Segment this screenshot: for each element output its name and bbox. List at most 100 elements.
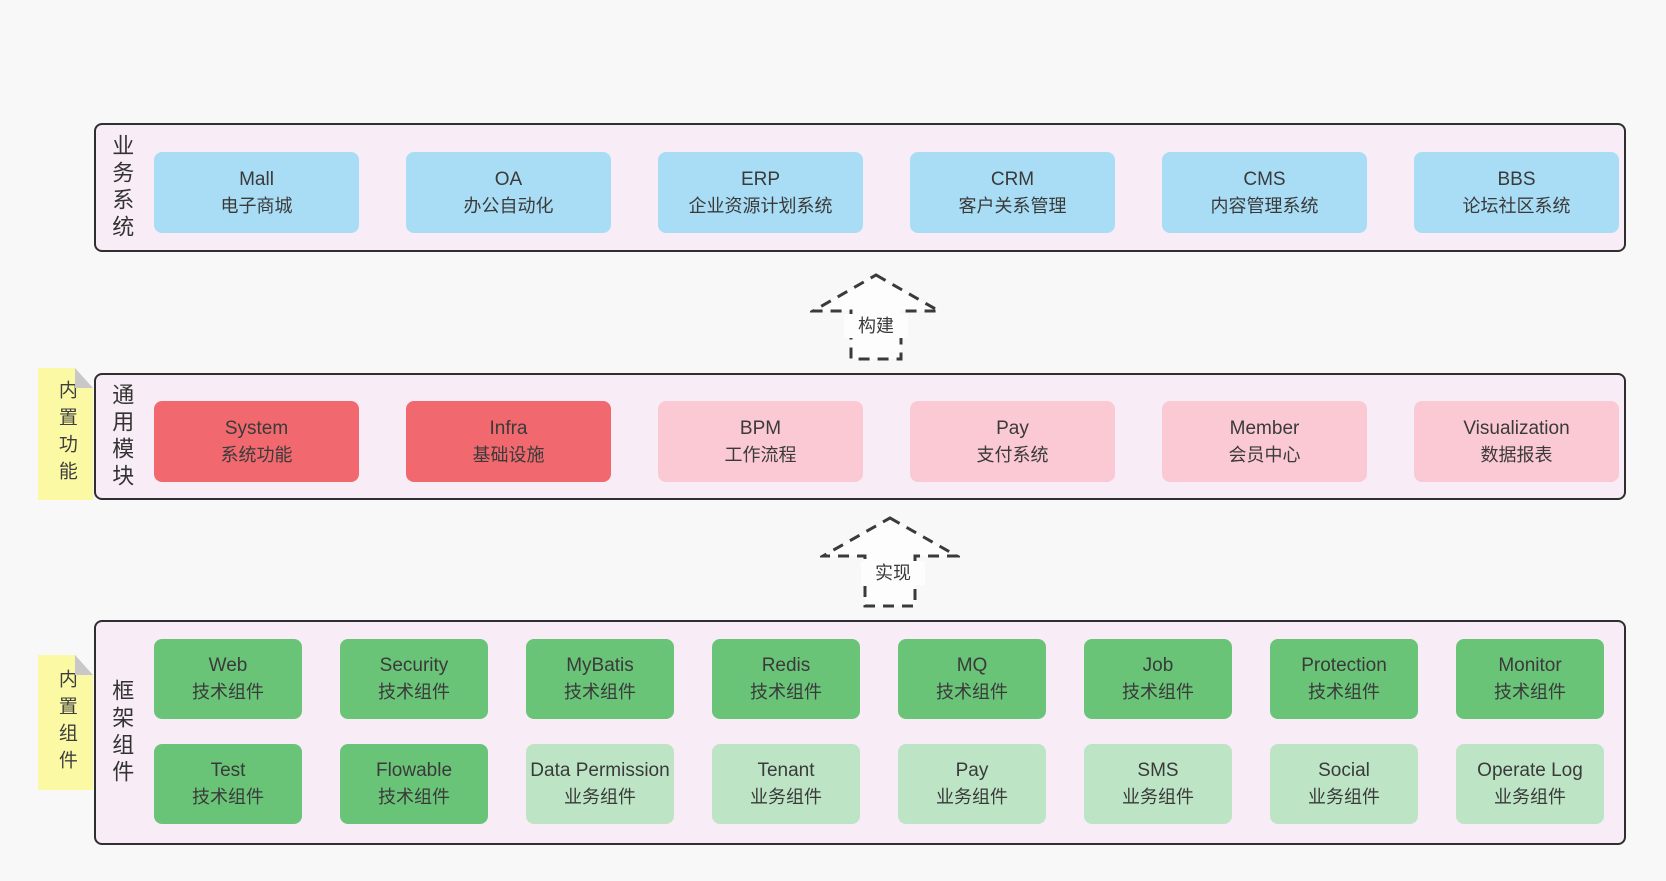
arrow-implement: 实现: [820, 515, 960, 609]
box-subtitle: 技术组件: [1122, 682, 1194, 702]
box-subtitle: 办公自动化: [463, 195, 554, 216]
box-subtitle: 电子商城: [220, 195, 293, 216]
box-title: System: [224, 417, 289, 439]
box-social: Social 业务组件: [1270, 744, 1418, 824]
box-subtitle: 技术组件: [192, 787, 264, 807]
box-redis: Redis 技术组件: [712, 639, 860, 719]
box-subtitle: 技术组件: [1494, 682, 1566, 702]
arrow-build: 构建: [810, 272, 942, 362]
box-subtitle: 论坛社区系统: [1462, 195, 1571, 216]
box-title: Member: [1229, 417, 1300, 439]
box-system: System 系统功能: [154, 401, 359, 482]
box-title: BBS: [1497, 168, 1536, 190]
box-bpm: BPM 工作流程: [658, 401, 863, 482]
box-sms: SMS 业务组件: [1084, 744, 1232, 824]
box-subtitle: 业务组件: [750, 787, 822, 807]
box-title: SMS: [1137, 760, 1179, 781]
box-title: CRM: [990, 168, 1035, 190]
box-subtitle: 数据报表: [1480, 444, 1553, 465]
layer-common-modules: 通用模块 System 系统功能 Infra 基础设施 BPM 工作流程 Pay 支付系统 Me…: [94, 373, 1626, 500]
box-job: Job 技术组件: [1084, 639, 1232, 719]
box-title: Monitor: [1498, 655, 1562, 676]
box-title: Data Permission: [530, 760, 670, 781]
box-subtitle: 工作流程: [724, 444, 797, 465]
box-subtitle: 技术组件: [192, 682, 264, 702]
box-title: Job: [1142, 655, 1174, 676]
box-monitor: Monitor 技术组件: [1456, 639, 1604, 719]
box-subtitle: 内容管理系统: [1210, 195, 1319, 216]
layer-business-label: 业务系统: [104, 125, 138, 250]
box-pay: Pay 支付系统: [910, 401, 1115, 482]
box-subtitle: 支付系统: [976, 444, 1049, 465]
box-data-permission: Data Permission 业务组件: [526, 744, 674, 824]
box-subtitle: 技术组件: [936, 682, 1008, 702]
box-mybatis: MyBatis 技术组件: [526, 639, 674, 719]
box-security: Security 技术组件: [340, 639, 488, 719]
box-subtitle: 业务组件: [564, 787, 636, 807]
box-subtitle: 技术组件: [564, 682, 636, 702]
sticky-note-builtin-components: 内置组件: [38, 655, 93, 790]
box-title: MyBatis: [566, 655, 634, 676]
common-boxes-row: System 系统功能 Infra 基础设施 BPM 工作流程 Pay 支付系统 Member 会…: [154, 401, 1619, 482]
box-erp: ERP 企业资源计划系统: [658, 152, 863, 233]
box-subtitle: 技术组件: [378, 682, 450, 702]
box-subtitle: 会员中心: [1228, 444, 1301, 465]
box-subtitle: 业务组件: [936, 787, 1008, 807]
box-subtitle: 业务组件: [1308, 787, 1380, 807]
box-subtitle: 系统功能: [220, 444, 293, 465]
arrow-build-label: 构建: [844, 314, 908, 338]
box-title: Test: [210, 760, 246, 781]
box-visualization: Visualization 数据报表: [1414, 401, 1619, 482]
box-title: Pay: [955, 760, 989, 781]
box-oa: OA 办公自动化: [406, 152, 611, 233]
box-title: Mall: [239, 168, 274, 190]
box-flowable: Flowable 技术组件: [340, 744, 488, 824]
box-pay: Pay 业务组件: [898, 744, 1046, 824]
sticky-note-builtin-functions: 内置功能: [38, 368, 93, 500]
box-crm: CRM 客户关系管理: [910, 152, 1115, 233]
box-title: Security: [379, 655, 449, 676]
box-infra: Infra 基础设施: [406, 401, 611, 482]
box-mall: Mall 电子商城: [154, 152, 359, 233]
box-title: ERP: [740, 168, 781, 190]
sticky-note-builtin-functions-text: 内置功能: [55, 380, 77, 488]
layer-common-label-text: 通用模块: [109, 382, 135, 491]
box-subtitle: 业务组件: [1122, 787, 1194, 807]
box-title: Web: [208, 655, 248, 676]
box-title: Social: [1318, 760, 1370, 781]
box-member: Member 会员中心: [1162, 401, 1367, 482]
layer-framework-label-text: 框架组件: [109, 678, 135, 787]
box-title: Flowable: [375, 760, 453, 781]
box-title: BPM: [739, 417, 782, 439]
box-protection: Protection 技术组件: [1270, 639, 1418, 719]
box-title: Visualization: [1463, 417, 1570, 439]
box-tenant: Tenant 业务组件: [712, 744, 860, 824]
box-subtitle: 基础设施: [472, 444, 545, 465]
arrow-implement-label: 实现: [861, 561, 925, 585]
box-title: Operate Log: [1477, 760, 1583, 781]
box-subtitle: 企业资源计划系统: [688, 195, 833, 216]
box-title: Tenant: [757, 760, 815, 781]
box-subtitle: 技术组件: [750, 682, 822, 702]
box-bbs: BBS 论坛社区系统: [1414, 152, 1619, 233]
box-subtitle: 客户关系管理: [958, 195, 1067, 216]
box-title: Protection: [1301, 655, 1387, 676]
sticky-note-builtin-components-text: 内置组件: [55, 668, 77, 777]
box-title: Redis: [761, 655, 811, 676]
layer-business-label-text: 业务系统: [109, 133, 135, 242]
layer-common-label: 通用模块: [104, 375, 138, 498]
box-title: OA: [494, 168, 523, 190]
box-subtitle: 技术组件: [378, 787, 450, 807]
layer-business-systems: 业务系统 Mall 电子商城 OA 办公自动化 ERP 企业资源计划系统 CRM 客户关系管理…: [94, 123, 1626, 252]
box-title: Pay: [996, 417, 1029, 439]
box-subtitle: 技术组件: [1308, 682, 1380, 702]
box-title: Infra: [489, 417, 528, 439]
